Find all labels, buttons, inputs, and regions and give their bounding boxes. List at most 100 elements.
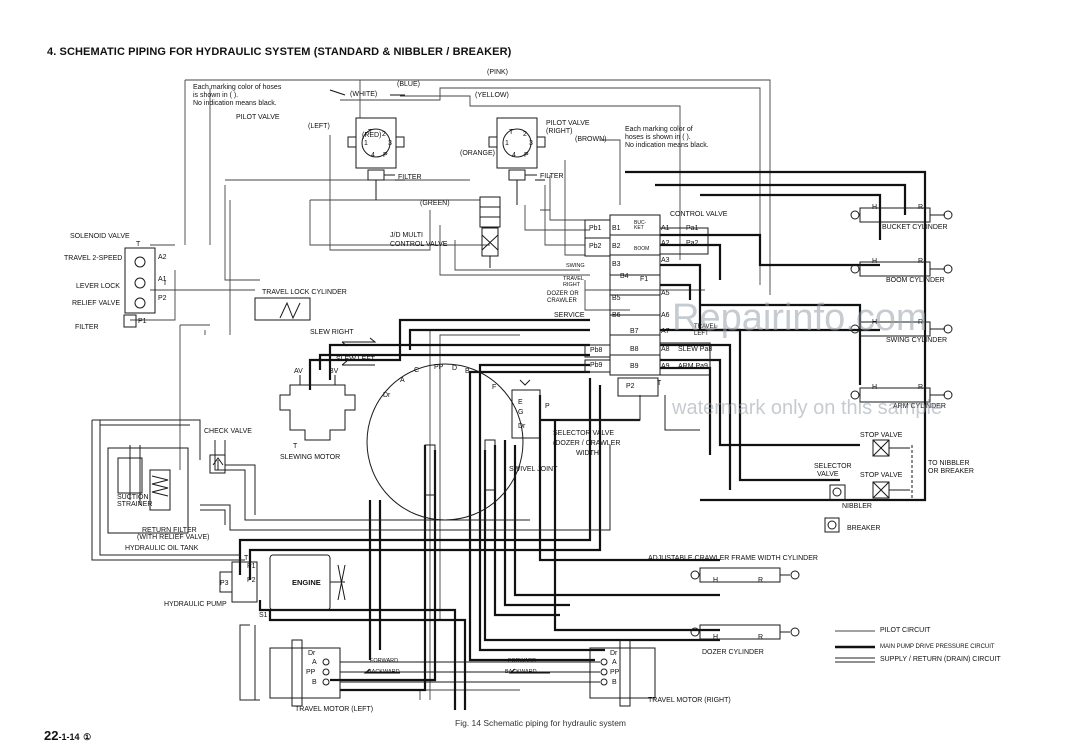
solenoid-valve-label: SOLENOID VALVE — [70, 233, 130, 240]
swing-cylinder-label: SWING CYLINDER — [886, 337, 948, 344]
jd-multi-1: J/D MULTI — [390, 232, 423, 239]
port-a1: A1 — [661, 225, 670, 232]
pilot-valve-label: PILOT VALVE — [236, 114, 280, 121]
port-b7: B7 — [630, 328, 639, 335]
pump-s1: S1 — [259, 612, 268, 619]
adj-h: H — [713, 577, 719, 584]
hose-orange: (ORANGE) — [460, 150, 495, 157]
sw-f: F — [492, 384, 497, 391]
page-number-main: 22 — [44, 728, 59, 743]
port-a7: A7 — [661, 328, 670, 335]
solenoid-block — [123, 247, 156, 328]
port-pb8: Pb8 — [590, 347, 603, 354]
filter-left-label: FILTER — [398, 174, 422, 181]
page-number-sub: -1-14 — [58, 732, 80, 742]
pilot-valve-right-2: (RIGHT) — [546, 128, 573, 135]
pv-r-p: P — [524, 152, 529, 159]
filter-right-label: FILTER — [540, 173, 564, 180]
jd-multi-2: CONTROL VALVE — [390, 241, 448, 248]
sw-e: E — [518, 399, 523, 406]
pv-r-4: 4 — [512, 152, 516, 159]
sol-t: T — [136, 241, 141, 248]
swing-h: H — [872, 319, 878, 326]
dozer-cylinder-label: DOZER CYLINDER — [702, 649, 764, 656]
bucket-cylinder-label: BUCKET CYLINDER — [882, 224, 948, 231]
motor-bv: BV — [329, 368, 339, 375]
oil-tank-label: HYDRAULIC OIL TANK — [125, 545, 199, 552]
port-swing: SWING — [566, 263, 585, 269]
port-travel-left: TRAVEL LEFT — [694, 324, 717, 337]
port-b8: B8 — [630, 346, 639, 353]
lever-lock-label: LEVER LOCK — [76, 283, 120, 290]
pump-p3: P3 — [220, 580, 229, 587]
sw-c: C — [414, 367, 420, 374]
arm-r: R — [918, 384, 924, 391]
tmr-pp: PP — [610, 669, 620, 676]
note-left-3: No indication means black. — [193, 100, 277, 107]
sw-g: G — [518, 409, 524, 416]
adj-r: R — [758, 577, 764, 584]
boom-cylinder-label: BOOM CYLINDER — [886, 277, 945, 284]
note-left-2: is shown in ( ). — [193, 92, 239, 99]
port-a8: A8 — [661, 346, 670, 353]
port-bucket: BUC-KET — [634, 220, 647, 231]
selector-valve-1: SELECTOR — [814, 463, 852, 470]
note-right-2: hoses is shown in ( ). — [625, 134, 691, 141]
dozer-r: R — [758, 634, 764, 641]
tml-dr: Dr — [308, 650, 316, 657]
return-filter-1: RETURN FILTER — [142, 527, 197, 534]
slew-right-label: SLEW RIGHT — [310, 329, 354, 336]
selector-valve-2: VALVE — [817, 471, 839, 478]
page-number: 22-1-14 ① — [44, 729, 91, 742]
bucket-h: H — [872, 204, 878, 211]
port-a9: A9 — [661, 363, 670, 370]
bucket-cyl-shape — [850, 207, 953, 223]
sw-dr: Dr — [383, 392, 391, 399]
forward-left: FORWARD — [370, 658, 399, 664]
legend-main: MAIN PUMP DRIVE PRESSURE CIRCUIT — [880, 644, 995, 650]
pump-p2: P2 — [247, 577, 256, 584]
selector-valve-shape — [511, 379, 541, 439]
selector-dozer-3: WIDTH) — [576, 450, 602, 457]
hose-brown: (BROWN) — [575, 136, 607, 143]
note-right-1: Each marking color of — [625, 126, 693, 133]
travel-motor-right-shape — [589, 639, 656, 707]
port-pa1: Pa1 — [686, 225, 699, 232]
adj-crawler-label: ADJUSTABLE CRAWLER FRAME WIDTH CYLINDER — [648, 555, 818, 562]
sol-p2: P2 — [158, 295, 167, 302]
tml-b: B — [312, 679, 317, 686]
legend-lines — [835, 630, 875, 663]
hose-blue: (BLUE) — [397, 81, 420, 88]
hose-green: (GREEN) — [420, 200, 450, 207]
port-b6: B6 — [612, 312, 621, 319]
port-a3: A3 — [661, 257, 670, 264]
check-valve-shape — [209, 454, 226, 474]
cylinders — [690, 207, 953, 640]
pilot-lines — [130, 79, 771, 700]
engine-pump — [219, 554, 346, 611]
tml-pp: PP — [306, 669, 316, 676]
pilot-valve-right — [488, 117, 546, 205]
arm-h: H — [872, 384, 878, 391]
slew-left-label: SLEW LEFT — [336, 356, 375, 363]
pv-l-p: P — [383, 152, 388, 159]
tmr-dr: Dr — [610, 650, 618, 657]
port-b4: B4 — [620, 273, 629, 280]
pv-r-t: T — [509, 129, 514, 136]
note-right-3: No indication means black. — [625, 142, 709, 149]
swivel-joint-label: SWIVEL JOINT — [509, 466, 558, 473]
direction-arrows — [329, 89, 550, 674]
port-t: T — [657, 380, 662, 387]
figure-caption: Fig. 14 Schematic piping for hydraulic s… — [455, 718, 627, 728]
stop-valve-1-label: STOP VALVE — [860, 432, 903, 439]
legend-supply: SUPPLY / RETURN (DRAIN) CIRCUIT — [880, 656, 1001, 663]
travel-motor-left-shape — [269, 639, 600, 707]
pv-l-1: 1 — [364, 140, 368, 147]
forward-right: FORWARD — [508, 658, 537, 664]
pilot-valve-left — [347, 117, 405, 200]
port-a5: A5 — [661, 290, 670, 297]
control-valve-label: CONTROL VALVE — [670, 211, 728, 218]
pv-l-3: 3 — [388, 140, 392, 147]
sol-a2: A2 — [158, 254, 167, 261]
